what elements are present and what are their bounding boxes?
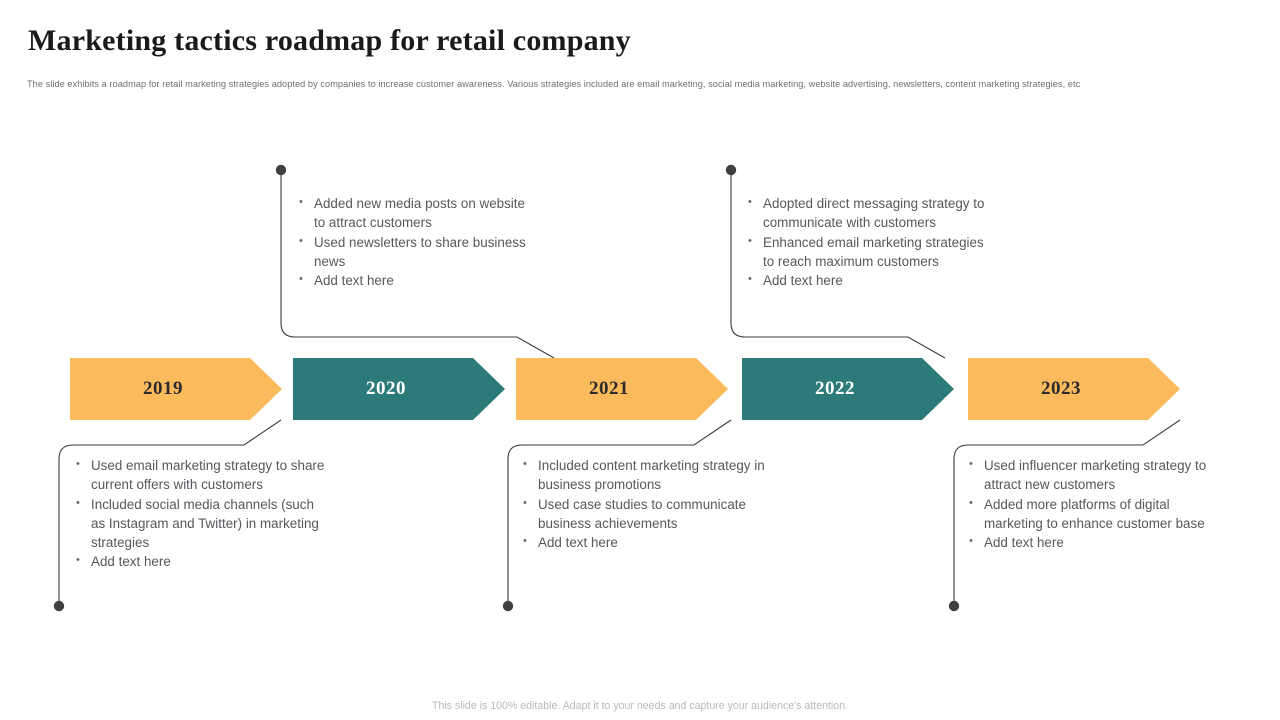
callout-2023-item-2: Added more platforms of digital marketin… (967, 494, 1217, 534)
callout-2023-list: Used influencer marketing strategy to at… (967, 455, 1217, 552)
callout-2022-item-2: Enhanced email marketing strategies to r… (746, 232, 986, 272)
connector-dot-2019 (53, 600, 65, 612)
timeline-chevron-2023[interactable]: 2023 (968, 358, 1180, 420)
callout-2020: Added new media posts on website to attr… (297, 193, 532, 290)
callout-2022-item-3: Add text here (746, 270, 986, 290)
footer-note: This slide is 100% editable. Adapt it to… (431, 700, 849, 712)
connector-dot-2023 (948, 600, 960, 612)
timeline-chevron-2022[interactable]: 2022 (742, 358, 954, 420)
callout-2022-list: Adopted direct messaging strategy to com… (746, 193, 986, 290)
callout-2021-list: Included content marketing strategy in b… (521, 455, 771, 552)
callout-2019-list: Used email marketing strategy to share c… (74, 455, 326, 572)
timeline-year-2022: 2022 (815, 378, 855, 399)
callout-2020-list: Added new media posts on website to attr… (297, 193, 532, 290)
callout-2021-item-2: Used case studies to communicate busines… (521, 494, 771, 534)
callout-2019-item-3: Add text here (74, 551, 326, 571)
callout-2021-item-3: Add text here (521, 532, 771, 552)
timeline-year-2023: 2023 (1041, 378, 1081, 399)
callout-2023-item-1: Used influencer marketing strategy to at… (967, 455, 1217, 495)
callout-2023-item-3: Add text here (967, 532, 1217, 552)
callout-2021: Included content marketing strategy in b… (521, 455, 771, 552)
timeline-year-2021: 2021 (589, 378, 629, 399)
callout-2021-item-1: Included content marketing strategy in b… (521, 455, 771, 495)
connector-dot-2022 (725, 164, 737, 176)
connector-dot-2021 (502, 600, 514, 612)
connector-dot-2020 (275, 164, 287, 176)
callout-2023: Used influencer marketing strategy to at… (967, 455, 1217, 552)
callout-2019: Used email marketing strategy to share c… (74, 455, 326, 572)
page-title: Marketing tactics roadmap for retail com… (28, 24, 631, 57)
timeline-chevron-2020[interactable]: 2020 (293, 358, 505, 420)
callout-2020-item-2: Used newsletters to share business news (297, 232, 532, 272)
callout-2022-item-1: Adopted direct messaging strategy to com… (746, 193, 986, 233)
callout-2020-item-3: Add text here (297, 270, 532, 290)
page-subtitle: The slide exhibits a roadmap for retail … (27, 79, 1081, 89)
callout-2019-item-2: Included social media channels (such as … (74, 494, 326, 553)
timeline-year-2019: 2019 (143, 378, 183, 399)
timeline-chevron-2021[interactable]: 2021 (516, 358, 728, 420)
timeline-chevron-2019[interactable]: 2019 (70, 358, 282, 420)
callout-2020-item-1: Added new media posts on website to attr… (297, 193, 532, 233)
timeline-year-2020: 2020 (366, 378, 406, 399)
callout-2019-item-1: Used email marketing strategy to share c… (74, 455, 326, 495)
timeline-band: 2019 2020 2021 2022 2023 (0, 358, 1280, 420)
callout-2022: Adopted direct messaging strategy to com… (746, 193, 986, 290)
